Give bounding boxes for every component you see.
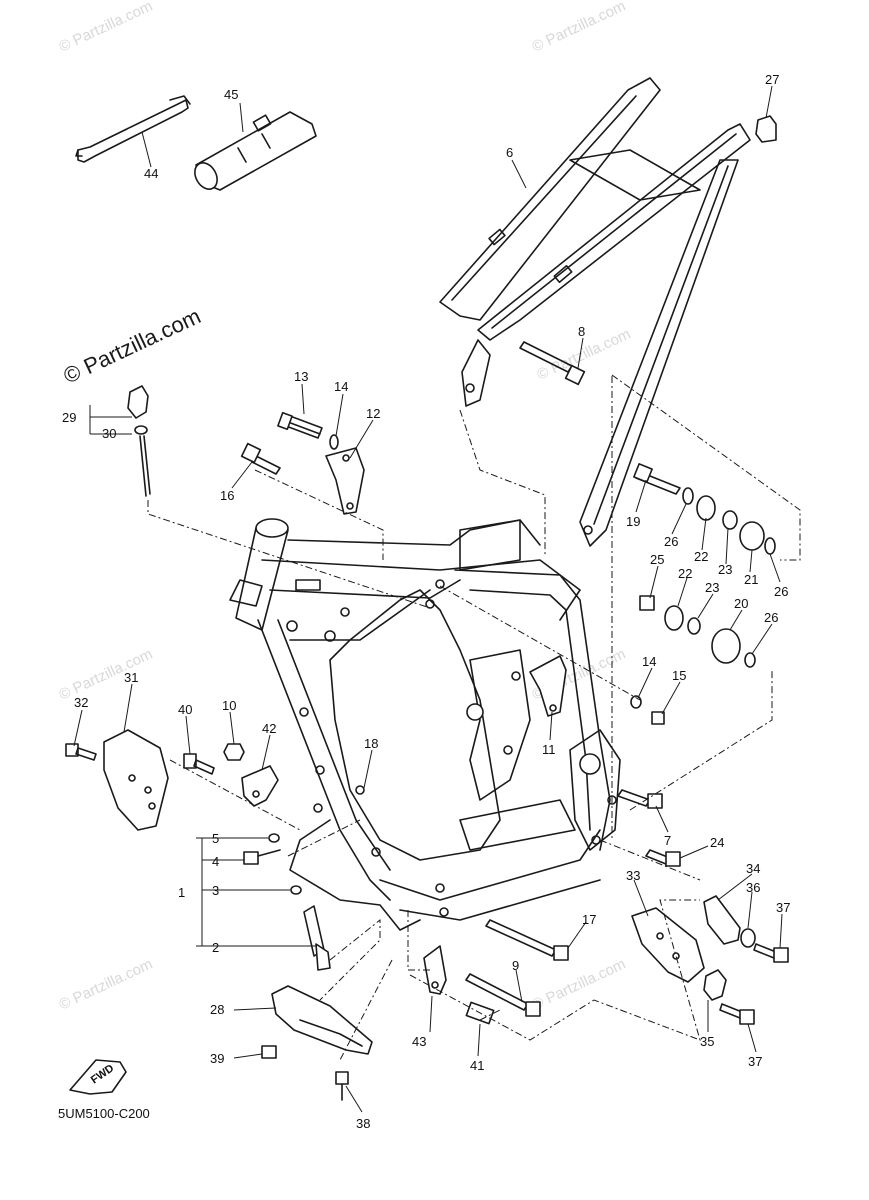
callout-7: 7 xyxy=(664,833,671,848)
bolt-part-7 xyxy=(617,789,663,809)
rear-subframe-part-6 xyxy=(439,77,751,547)
leader-lines xyxy=(73,85,783,1113)
callout-9: 9 xyxy=(512,958,519,973)
diagram-code: 5UM5100-C200 xyxy=(58,1106,150,1121)
callout-28: 28 xyxy=(210,1002,224,1017)
callout-13: 13 xyxy=(294,369,308,384)
callout-12: 12 xyxy=(366,406,380,421)
cushion-part-27 xyxy=(755,115,777,143)
callout-22: 22 xyxy=(678,566,692,581)
guard-part-33 xyxy=(631,907,705,983)
watermark-main: © Partzilla.com xyxy=(60,303,205,388)
bracket-part-12 xyxy=(325,447,365,515)
guard-part-31 xyxy=(103,729,169,831)
callout-41: 41 xyxy=(470,1058,484,1073)
callout-29: 29 xyxy=(62,410,76,425)
callout-17: 17 xyxy=(582,912,596,927)
box-wrench-part-45 xyxy=(194,111,317,191)
bolt-part-32 xyxy=(65,743,97,761)
callout-10: 10 xyxy=(222,698,236,713)
callout-35: 35 xyxy=(700,1034,714,1049)
callout-25: 25 xyxy=(650,552,664,567)
callout-44: 44 xyxy=(144,166,158,181)
callout-16: 16 xyxy=(220,488,234,503)
main-frame xyxy=(229,518,621,931)
callout-36: 36 xyxy=(746,880,760,895)
callout-26: 26 xyxy=(764,610,778,625)
sensor-part-29 xyxy=(127,385,151,497)
axle-part-17 xyxy=(485,919,569,961)
guard-part-34 xyxy=(703,895,741,945)
bolt-part-37a xyxy=(753,943,789,963)
bracket-part-42 xyxy=(241,765,279,807)
callout-33: 33 xyxy=(626,868,640,883)
callout-30: 30 xyxy=(102,426,116,441)
nut-part-10 xyxy=(223,743,245,761)
wrench-part-44 xyxy=(75,95,191,163)
callout-3: 3 xyxy=(212,883,219,898)
watermark: © Partzilla.com xyxy=(57,0,156,56)
callout-43: 43 xyxy=(412,1034,426,1049)
callout-23: 23 xyxy=(718,562,732,577)
bolt-part-16 xyxy=(240,442,281,475)
bolt-part-37b xyxy=(719,1003,755,1025)
callout-42: 42 xyxy=(262,721,276,736)
callout-38: 38 xyxy=(356,1116,370,1131)
washer-part-14 xyxy=(329,434,339,450)
callout-31: 31 xyxy=(124,670,138,685)
callout-19: 19 xyxy=(626,514,640,529)
watermark: © Partzilla.com xyxy=(57,646,156,704)
callout-37: 37 xyxy=(776,900,790,915)
callout-22: 22 xyxy=(694,549,708,564)
callout-23: 23 xyxy=(705,580,719,595)
skid-plate-part-28 xyxy=(271,985,373,1055)
bolt-part-39 xyxy=(261,1045,277,1059)
mount-hardware xyxy=(630,463,776,725)
bolt-part-13 xyxy=(277,411,323,439)
callout-8: 8 xyxy=(578,324,585,339)
callout-26: 26 xyxy=(774,584,788,599)
callouts: 1 2 3 4 5 6 7 8 9 10 11 12 13 14 14 15 1… xyxy=(62,72,790,1131)
plate-part-11 xyxy=(529,655,567,717)
callout-20: 20 xyxy=(734,596,748,611)
callout-34: 34 xyxy=(746,861,760,876)
callout-45: 45 xyxy=(224,87,238,102)
callout-37: 37 xyxy=(748,1054,762,1069)
watermark: © Partzilla.com xyxy=(57,956,156,1014)
callout-14: 14 xyxy=(334,379,348,394)
stand-parts xyxy=(243,833,331,971)
bolt-part-8 xyxy=(519,341,586,386)
bolt-part-24 xyxy=(645,849,681,867)
watermark: © Partzilla.com xyxy=(530,956,629,1014)
collar-part-36 xyxy=(740,928,756,948)
watermark: © Partzilla.com xyxy=(530,0,629,56)
axle-part-9 xyxy=(465,973,541,1017)
callout-6: 6 xyxy=(506,145,513,160)
callout-4: 4 xyxy=(212,854,219,869)
bolt-part-40 xyxy=(183,753,215,775)
assembly-lines xyxy=(147,374,801,1061)
callout-21: 21 xyxy=(744,572,758,587)
fwd-arrow-icon: FWD xyxy=(69,1059,127,1095)
callout-14: 14 xyxy=(642,654,656,669)
callout-18: 18 xyxy=(364,736,378,751)
callout-40: 40 xyxy=(178,702,192,717)
callout-24: 24 xyxy=(710,835,724,850)
callout-5: 5 xyxy=(212,831,219,846)
callout-39: 39 xyxy=(210,1051,224,1066)
callout-32: 32 xyxy=(74,695,88,710)
callout-11: 11 xyxy=(542,742,556,757)
bolt-part-38 xyxy=(335,1071,349,1101)
clip-part-35 xyxy=(703,969,727,1001)
callout-2: 2 xyxy=(212,940,219,955)
callout-26: 26 xyxy=(664,534,678,549)
callout-1: 1 xyxy=(178,885,185,900)
callout-27: 27 xyxy=(765,72,779,87)
callout-15: 15 xyxy=(672,668,686,683)
